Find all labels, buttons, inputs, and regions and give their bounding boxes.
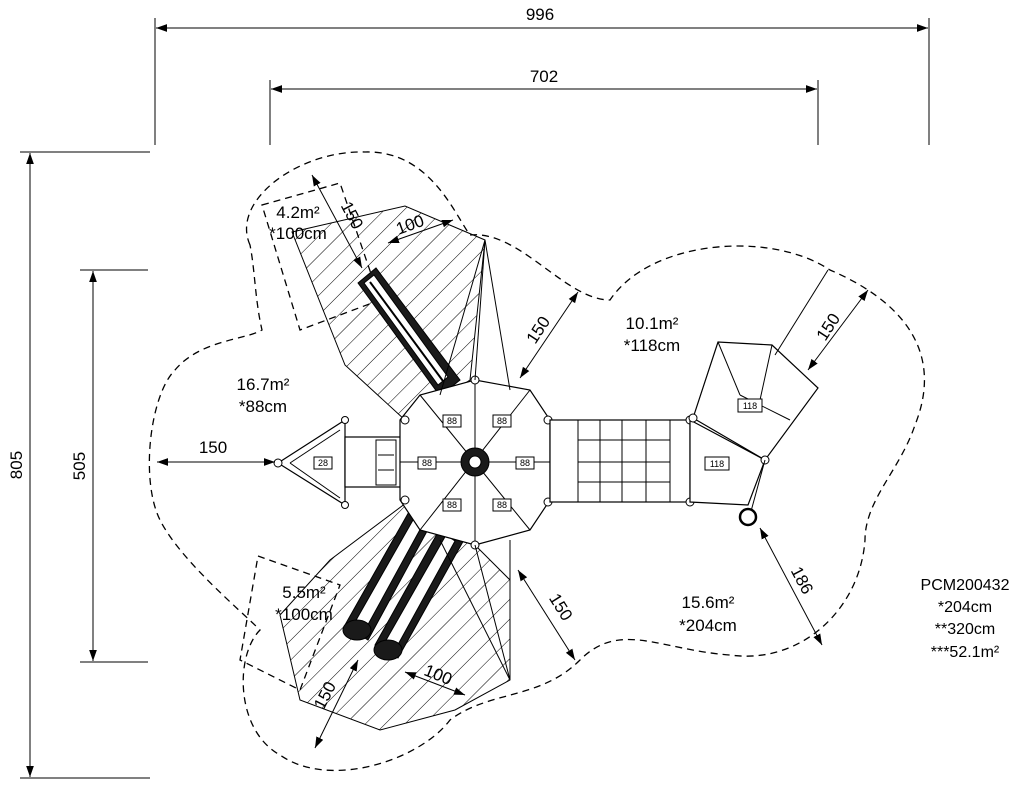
dim-width-total: 996: [526, 5, 554, 24]
dim-swing-clearance: 186: [787, 563, 817, 597]
dim-line-top-slide: [311, 174, 363, 269]
height-bottom-right: *204cm: [679, 616, 737, 635]
top-slide: [357, 267, 461, 397]
dim-mid-clearance: 150: [523, 313, 554, 347]
right-tower: [688, 341, 819, 527]
svg-text:88: 88: [497, 500, 507, 510]
svg-text:118: 118: [710, 459, 724, 469]
area-bottom-right: 15.6m²: [682, 593, 735, 612]
right-deck-tag: 118: [737, 398, 763, 413]
bottom-left-subzone: [239, 555, 341, 691]
height-top-right: *118cm: [624, 336, 680, 355]
product-total-area: ***52.1m²: [931, 644, 1000, 661]
product-code: PCM200432: [921, 577, 1010, 594]
svg-text:118: 118: [743, 401, 757, 411]
hub-tag: 88: [492, 414, 512, 428]
dim-lower-clearance: 150: [545, 590, 576, 624]
hub-tag: 88: [417, 456, 437, 470]
hub-tag: 88: [442, 414, 462, 428]
area-bottom-left: 5.5m²: [282, 583, 326, 602]
dim-height-inner: 505: [70, 452, 89, 480]
product-fall-height: *204cm: [938, 599, 992, 616]
area-top-left: 4.2m²: [276, 203, 320, 222]
dim-line-bottom-slide-width: [404, 671, 466, 696]
dim-height-total: 805: [7, 451, 26, 479]
product-total-height: **320cm: [935, 621, 995, 638]
dim-line-bottom-slide: [314, 659, 359, 749]
safety-zone-outline: [148, 151, 926, 772]
dim-line-top-slide-width: [387, 219, 454, 244]
svg-text:88: 88: [497, 416, 507, 426]
svg-text:28: 28: [318, 458, 328, 468]
hub-tag: 88: [515, 456, 535, 470]
area-left: 16.7m²: [237, 375, 290, 394]
svg-text:88: 88: [447, 416, 457, 426]
dim-line-swing: [759, 527, 823, 646]
dim-line-lower: [517, 569, 576, 661]
bottom-double-slide: [342, 509, 466, 661]
area-top-right: 10.1m²: [626, 314, 679, 333]
height-top-left: *100cm: [269, 224, 327, 243]
dim-width-inner: 702: [530, 67, 558, 86]
deck-tag-28: 28: [313, 456, 333, 470]
dim-right-clearance: 150: [813, 310, 844, 344]
svg-text:88: 88: [447, 500, 457, 510]
height-bottom-left: *100cm: [275, 605, 333, 624]
net-bridge: [549, 415, 695, 507]
svg-text:88: 88: [422, 458, 432, 468]
dim-line-mid: [519, 291, 579, 379]
hub-tag: 88: [492, 498, 512, 512]
svg-text:88: 88: [520, 458, 530, 468]
dim-left-clearance: 150: [199, 438, 227, 457]
height-left: *88cm: [239, 397, 287, 416]
hub-tag: 88: [442, 498, 462, 512]
dim-line-right: [807, 289, 869, 371]
right-deck-tag: 118: [704, 456, 730, 471]
central-hub: [399, 375, 553, 550]
left-bridge: [344, 436, 406, 488]
